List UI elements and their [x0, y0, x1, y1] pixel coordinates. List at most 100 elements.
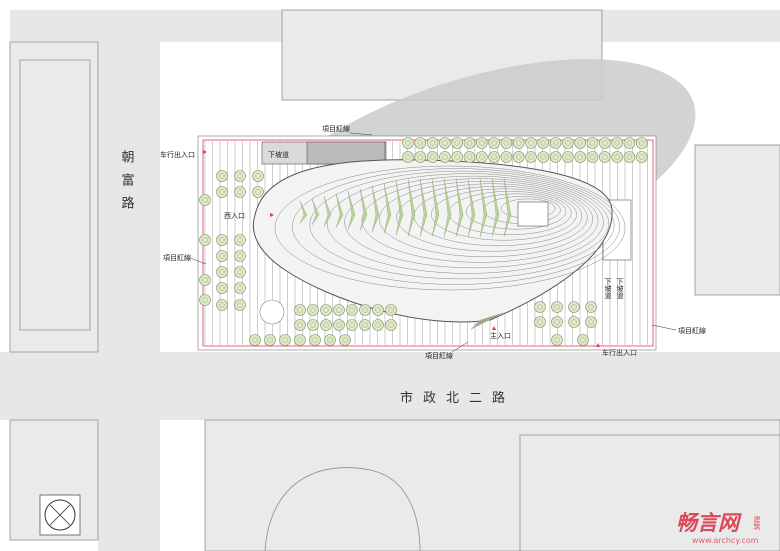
tree-canopy: [639, 140, 645, 146]
tree-icon: [426, 151, 439, 163]
tree-canopy: [237, 269, 243, 275]
roof-green-strip: [299, 200, 308, 224]
tree-canopy: [602, 140, 608, 146]
compass-box: [39, 494, 81, 536]
tree-icon: [611, 151, 623, 163]
tree-icon: [324, 334, 336, 346]
tree-icon: [568, 301, 580, 313]
label-vehicle-entrance-south: 车行出入口: [602, 348, 637, 357]
tree-icon: [199, 274, 211, 286]
tree-icon: [339, 334, 351, 346]
tree-icon: [402, 137, 414, 149]
tree-canopy: [614, 140, 620, 146]
tree-icon: [534, 316, 546, 328]
tree-icon: [549, 151, 562, 163]
tree-icon: [537, 137, 550, 149]
tree-canopy: [554, 304, 560, 310]
roof-contour: [309, 170, 615, 280]
tree-icon: [463, 151, 476, 163]
road-chaofu: [98, 10, 160, 551]
roof-green-strip: [395, 180, 404, 236]
tree-canopy: [312, 337, 318, 343]
watermark-tag: 建筑: [753, 515, 761, 531]
roof-skylight: [517, 201, 549, 227]
tree-icon: [598, 137, 611, 149]
tree-icon: [574, 137, 587, 149]
tree-icon: [216, 266, 228, 278]
tree-canopy: [454, 140, 460, 146]
tree-canopy: [503, 154, 510, 160]
roof-contour: [431, 188, 577, 241]
tree-canopy: [479, 154, 485, 160]
tree-canopy: [388, 307, 394, 313]
tree-icon: [488, 137, 500, 149]
tree-icon: [216, 282, 228, 294]
label-ramp-east-2: 下坡道: [616, 278, 624, 300]
road-shizheng-north-2: [0, 352, 780, 420]
tree-icon: [294, 304, 306, 316]
tree-canopy: [327, 337, 333, 343]
tree-canopy: [237, 189, 243, 195]
tree-icon: [216, 299, 228, 311]
tree-icon: [234, 266, 246, 278]
tree-icon: [551, 301, 563, 313]
building-west: [19, 59, 91, 331]
tree-icon: [451, 151, 464, 163]
tree-icon: [307, 304, 319, 316]
tree-canopy: [297, 322, 303, 328]
roof-contour: [274, 165, 626, 291]
tree-icon: [585, 316, 597, 328]
tree-canopy: [554, 319, 560, 325]
tree-icon: [385, 319, 397, 331]
tree-icon: [525, 137, 537, 149]
tree-icon: [359, 319, 371, 331]
tree-icon: [234, 186, 246, 198]
tree-icon: [216, 170, 228, 182]
road-label-shizheng: 市政北二路: [400, 390, 515, 406]
tree-canopy: [554, 337, 560, 343]
tree-icon: [562, 137, 574, 149]
tree-icon: [562, 151, 574, 163]
tree-canopy: [219, 189, 225, 195]
tree-canopy: [310, 322, 316, 328]
compass-icon: [44, 499, 76, 531]
tree-canopy: [588, 304, 594, 310]
tree-canopy: [362, 322, 368, 328]
tree-canopy: [405, 154, 411, 160]
label-redline-left: 項目紅線: [163, 253, 191, 262]
tree-icon: [611, 137, 623, 149]
tree-canopy: [639, 154, 645, 160]
tree-icon: [320, 319, 332, 331]
tree-icon: [234, 299, 246, 311]
tree-icon: [234, 250, 246, 262]
roof-contour: [396, 183, 588, 252]
tree-icon: [512, 151, 525, 163]
roof-contour: [292, 168, 620, 285]
tree-canopy: [466, 140, 473, 146]
tree-icon: [574, 151, 587, 163]
tree-icon: [534, 301, 546, 313]
tree-canopy: [297, 307, 303, 313]
tree-icon: [199, 234, 211, 246]
tree-icon: [586, 151, 599, 163]
roof-contour: [465, 193, 567, 230]
tree-canopy: [375, 307, 381, 313]
tree-icon: [216, 234, 228, 246]
tree-icon: [333, 304, 345, 316]
tree-icon: [346, 319, 358, 331]
tree-icon: [309, 334, 321, 346]
label-ramp-top: 下坡道: [268, 150, 289, 159]
tree-canopy: [219, 302, 225, 308]
tree-icon: [623, 151, 636, 163]
tree-canopy: [375, 322, 381, 328]
tree-icon: [402, 151, 414, 163]
tree-canopy: [349, 322, 355, 328]
tree-canopy: [310, 307, 316, 313]
tree-icon: [586, 137, 599, 149]
tree-icon: [264, 334, 276, 346]
tree-canopy: [528, 140, 534, 146]
watermark-logo: 畅言网: [676, 511, 742, 535]
tree-icon: [525, 151, 537, 163]
tree-icon: [234, 170, 246, 182]
